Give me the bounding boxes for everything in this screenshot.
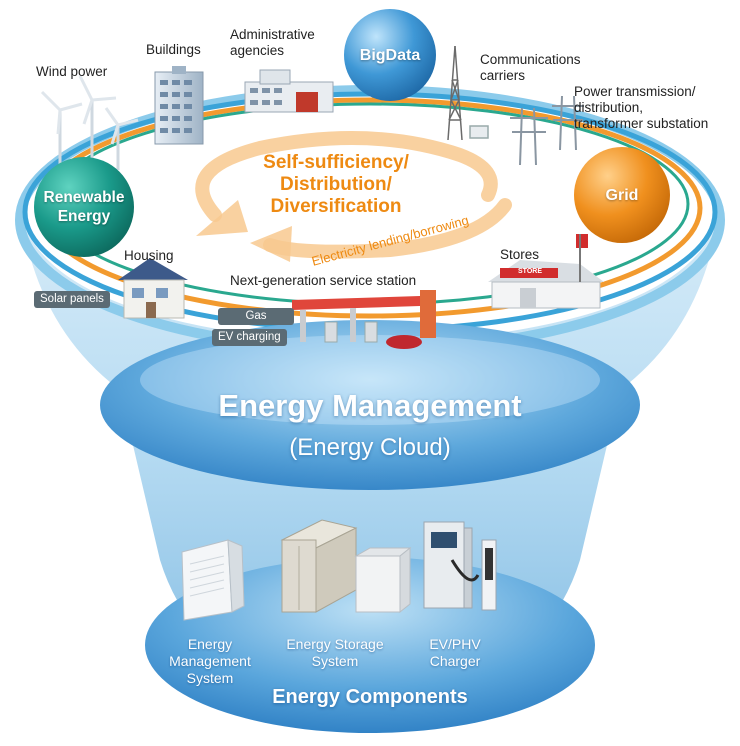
gas-tag: Gas [218, 308, 294, 325]
renewable-energy-sphere [34, 157, 134, 257]
lending-arrow-top [195, 131, 498, 222]
next-generation-station-label: Next-generation service station [230, 273, 417, 288]
wind-power-label: Wind power [36, 64, 108, 79]
grid-sphere [574, 147, 670, 243]
energy-components-title: Energy Components [272, 686, 468, 708]
ev-charger-device [423, 521, 497, 611]
store [488, 234, 604, 309]
energy-management-disc-highlight [140, 335, 600, 425]
communications-tower [447, 45, 489, 141]
housing-label: Housing [124, 248, 174, 263]
lending-arrow-bottom [263, 198, 512, 259]
self-sufficiency-title: Self-sufficiency/ Distribution/ Diversif… [263, 152, 409, 217]
administrative-agencies-label: Administrative agencies [230, 27, 315, 58]
ess-label: Energy Storage System [286, 636, 384, 669]
lending-arrowhead-right [250, 226, 292, 262]
grid-label: Grid [605, 187, 639, 204]
ev-charging-tag: EV charging [212, 329, 287, 346]
renewable-energy-label: Renewable Energy [43, 189, 125, 225]
stores-label: Stores [500, 247, 540, 262]
energy-management-disc [100, 320, 640, 490]
service-station [292, 290, 436, 349]
energy-cloud-subtitle: (Energy Cloud) [289, 434, 451, 461]
ems-label: Energy Management System [169, 636, 251, 686]
lending-arrowhead-left [196, 200, 248, 236]
solar-panels-tag: Solar panels [34, 291, 110, 308]
bigdata-label: BigData [359, 47, 421, 64]
power-transmission-label: Power transmission/ distribution, transf… [574, 84, 709, 131]
ring-inner-white [65, 108, 675, 292]
transmission-tower [510, 95, 584, 166]
energy-management-title: Energy Management [218, 388, 522, 423]
ems-device [181, 539, 245, 621]
charger-label: EV/PHV Charger [429, 636, 481, 669]
house [118, 258, 188, 319]
communications-carriers-label: Communications carriers [480, 52, 581, 83]
office-building [154, 66, 204, 145]
store-sign: STORE [518, 268, 542, 275]
wind-turbines [40, 75, 139, 170]
ess-device [280, 519, 412, 614]
administrative-building [244, 69, 334, 113]
buildings-label: Buildings [146, 42, 201, 57]
bigdata-sphere [344, 9, 436, 101]
